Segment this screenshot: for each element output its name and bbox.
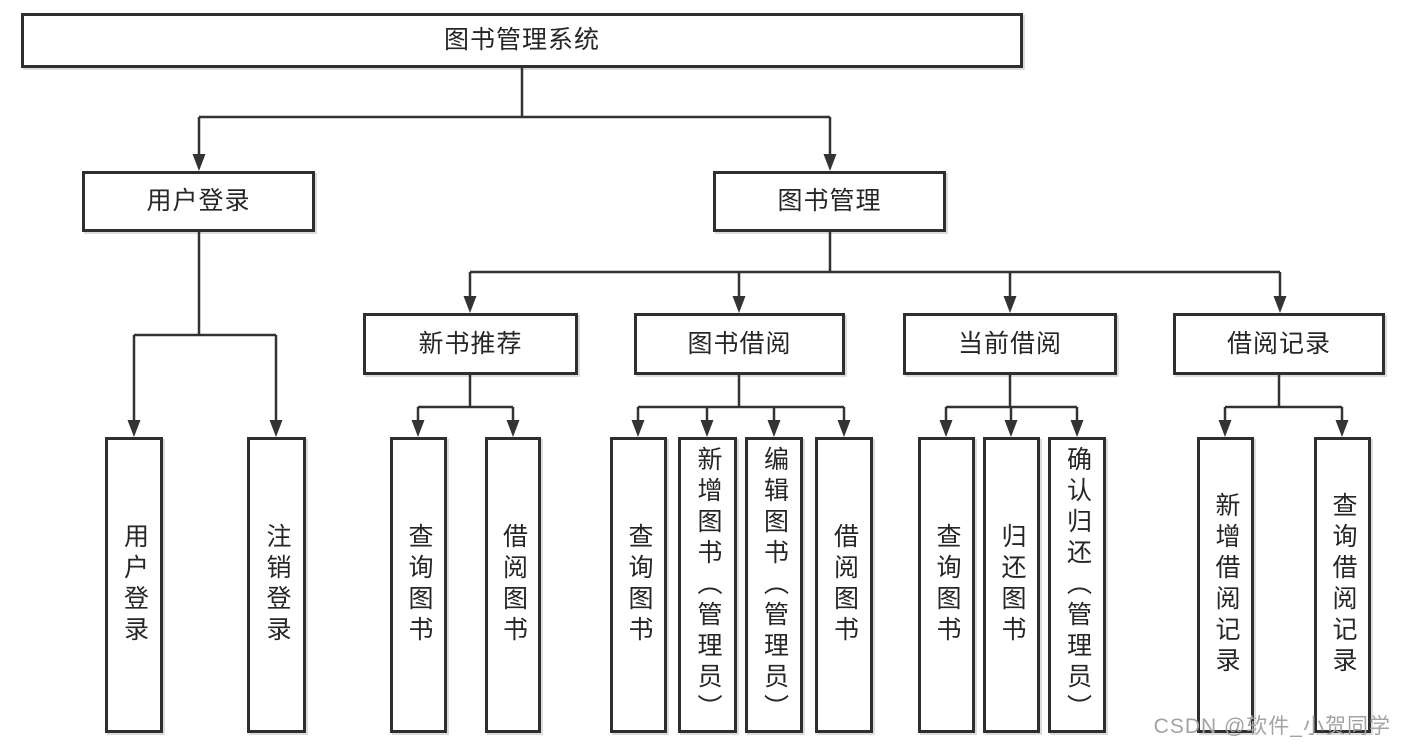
leaf-borrowing-borrow-books: 借阅图书 <box>815 437 873 733</box>
leaf-borrowing-edit-books-admin: 编辑图书（管理员） <box>745 437 803 733</box>
leaf-borrowing-add-books-admin: 新增图书（管理员） <box>678 437 737 733</box>
leaf-label: 查询图书 <box>933 523 961 647</box>
leaf-label: 编辑图书（管理员） <box>760 445 789 725</box>
leaf-label: 新增借阅记录 <box>1212 492 1240 678</box>
node-label: 当前借阅 <box>957 329 1062 358</box>
leaf-label: 借阅图书 <box>830 523 859 647</box>
leaf-label: 查询图书 <box>405 523 433 647</box>
leaf-current-confirm-return-admin: 确认归还（管理员） <box>1048 437 1106 733</box>
leaf-label: 注销登录 <box>263 523 291 647</box>
leaf-label: 用户登录 <box>120 523 149 647</box>
node-label: 图书借阅 <box>687 329 792 358</box>
node-current-borrowing: 当前借阅 <box>903 313 1117 375</box>
leaf-records-query-borrow-record: 查询借阅记录 <box>1314 437 1371 733</box>
node-book-management: 图书管理 <box>713 171 946 232</box>
leaf-label: 借阅图书 <box>499 523 528 647</box>
leaf-label: 查询图书 <box>625 523 653 647</box>
node-label: 借阅记录 <box>1226 329 1331 358</box>
leaf-label: 归还图书 <box>998 523 1026 647</box>
node-label: 图书管理系统 <box>443 26 600 54</box>
node-new-book-recommend: 新书推荐 <box>363 313 578 375</box>
leaf-current-return-books: 归还图书 <box>983 437 1040 733</box>
leaf-label: 查询借阅记录 <box>1329 492 1357 678</box>
leaf-user-login: 用户登录 <box>105 437 163 733</box>
node-user-login: 用户登录 <box>82 171 315 232</box>
leaf-label: 新增图书（管理员） <box>694 445 722 725</box>
leaf-recommend-borrow-books: 借阅图书 <box>485 437 541 733</box>
leaf-records-add-borrow-record: 新增借阅记录 <box>1197 437 1254 733</box>
node-library-management-system: 图书管理系统 <box>21 13 1023 68</box>
node-borrowing-records: 借阅记录 <box>1173 313 1385 375</box>
leaf-logout: 注销登录 <box>247 437 306 733</box>
node-label: 图书管理 <box>777 187 882 215</box>
watermark: CSDN @软件_小贺同学 <box>1153 715 1391 738</box>
node-label: 用户登录 <box>146 187 251 215</box>
node-book-borrowing: 图书借阅 <box>634 313 845 375</box>
leaf-recommend-query-books: 查询图书 <box>390 437 447 733</box>
leaf-label: 确认归还（管理员） <box>1063 445 1092 725</box>
leaf-borrowing-query-books: 查询图书 <box>610 437 667 733</box>
leaf-current-query-books: 查询图书 <box>918 437 975 733</box>
node-label: 新书推荐 <box>418 329 523 358</box>
